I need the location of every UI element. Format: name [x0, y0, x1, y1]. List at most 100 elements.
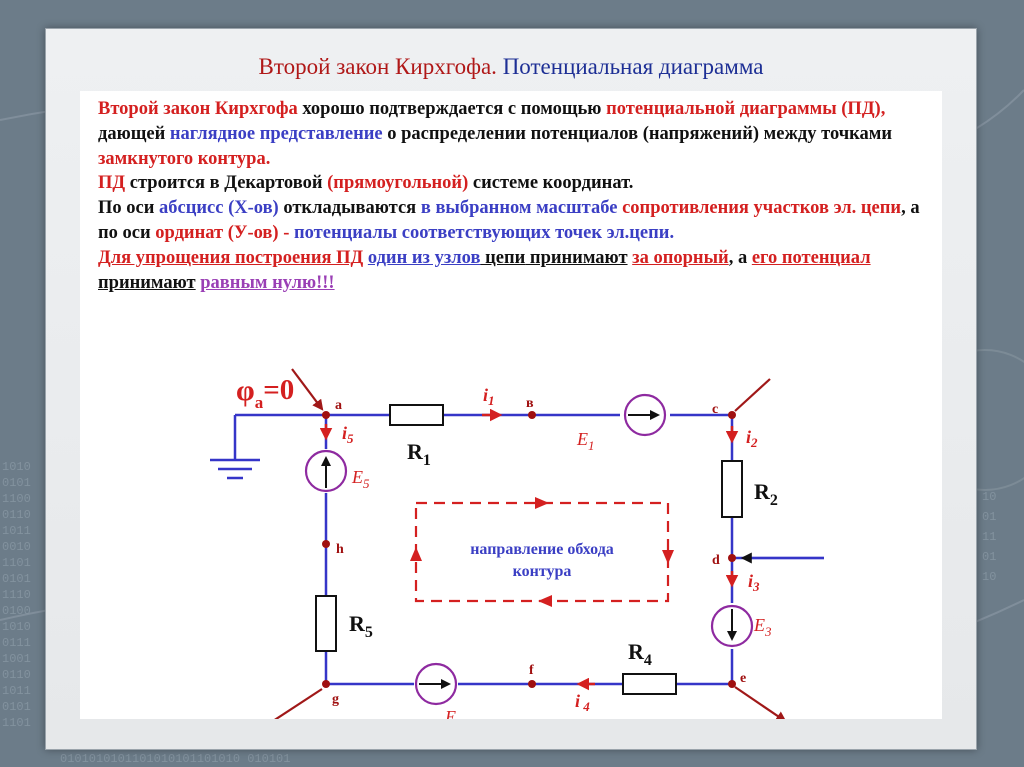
emf-labels: E1 E3 E4 E5	[351, 429, 772, 719]
svg-text:0111: 0111	[2, 636, 31, 650]
label-i5-sub: 5	[347, 431, 354, 446]
label-e3: E3	[753, 615, 772, 639]
text-fragment: абсцисс (Х-ов)	[159, 198, 279, 219]
node-label-a: a	[335, 398, 342, 413]
current-arrows	[319, 408, 739, 691]
resistor-r4	[622, 673, 677, 695]
resistor-r2	[721, 460, 743, 518]
label-i1-sub: 1	[488, 393, 495, 408]
text-fragment: цепи	[480, 247, 526, 268]
label-r4: R4	[628, 639, 652, 669]
text-fragment: принимают	[98, 272, 196, 293]
label-i4-main: i	[575, 691, 580, 711]
label-e1-main: E	[576, 429, 588, 449]
loop-direction-box	[410, 497, 674, 607]
svg-text:10: 10	[982, 570, 996, 584]
label-r4-sub: 4	[644, 652, 652, 669]
svg-text:1001: 1001	[2, 652, 31, 666]
label-r1: R1	[407, 439, 431, 469]
text-fragment: наглядное представление	[169, 123, 383, 144]
paragraph-1: Второй закон Кирхгофа хорошо подтверждае…	[98, 97, 936, 171]
text-fragment: системе координат.	[468, 173, 634, 194]
text-fragment: сопротивления участков эл. цепи	[617, 198, 902, 219]
text-fragment: хорошо подтверждается с помощью	[297, 99, 607, 119]
svg-text:0110: 0110	[2, 508, 31, 522]
svg-text:11: 11	[982, 530, 996, 544]
svg-text:0010: 0010	[2, 540, 31, 554]
node-label-f: f	[529, 663, 534, 678]
phi-symbol: φ	[236, 374, 255, 407]
label-i3-main: i	[748, 571, 753, 591]
text-fragment: ординат (У-ов) -	[155, 222, 290, 243]
label-i2: i2	[746, 427, 758, 450]
label-r2-main: R	[754, 479, 771, 504]
external-connection-arrows	[274, 368, 787, 719]
ground-icon	[210, 458, 260, 480]
paragraph-3: По оси абсцисс (Х-ов) откладываются в вы…	[98, 196, 936, 246]
node-label-d: d	[712, 553, 720, 568]
text-fragment: дающей	[98, 123, 170, 144]
svg-text:10: 10	[982, 490, 996, 504]
svg-text:0101010101101010101101010 0101: 0101010101101010101101010 010101	[60, 752, 290, 766]
node-label-b: в	[526, 396, 534, 411]
text-fragment: строится в Декартовой	[125, 173, 328, 194]
label-r5-sub: 5	[365, 624, 373, 641]
text-fragment: потенциалы соответствующих точек эл.цепи…	[289, 222, 675, 243]
emf-e5-icon	[304, 449, 348, 493]
description-text: Второй закон Кирхгофа хорошо подтверждае…	[98, 97, 936, 295]
label-i2-main: i	[746, 427, 751, 447]
resistor-r1	[389, 404, 444, 426]
text-fragment: замкнутого контура.	[98, 148, 271, 169]
paragraph-4: Для упрощения построения ПД один из узло…	[98, 246, 936, 296]
phi-equals-zero: =0	[263, 374, 294, 406]
circuit-nodes	[322, 411, 736, 688]
node-label-h: h	[336, 542, 344, 557]
label-r2-sub: 2	[770, 492, 778, 509]
svg-text:1010: 1010	[2, 620, 31, 634]
svg-text:0110: 0110	[2, 668, 31, 682]
svg-text:1011: 1011	[2, 524, 31, 538]
current-labels: i1 i2 i3 i 4 i5	[342, 385, 760, 714]
paragraph-2: ПД строится в Декартовой (прямоугольной)…	[98, 171, 936, 196]
label-r5-main: R	[349, 611, 366, 636]
label-e3-main: E	[753, 615, 765, 635]
label-e4-main: E	[444, 707, 456, 719]
resistor-labels: R1 R2 R4 R5	[349, 439, 778, 669]
title-kirchhoff-law: Второй закон Кирхгофа.	[258, 54, 497, 79]
label-i1: i1	[483, 385, 495, 408]
svg-text:1101: 1101	[2, 556, 31, 570]
label-r2: R2	[754, 479, 778, 509]
svg-text:0101: 0101	[2, 700, 31, 714]
emf-e4-icon	[414, 662, 458, 706]
text-fragment: ПД	[98, 173, 126, 194]
svg-text:1100: 1100	[2, 492, 31, 506]
text-fragment: (прямоугольной)	[327, 173, 469, 194]
node-label-g: g	[332, 692, 339, 707]
label-e5-sub: 5	[363, 476, 370, 491]
node-label-e: e	[740, 671, 746, 686]
label-r4-main: R	[628, 639, 645, 664]
node-labels: a в c d e f g h	[332, 396, 746, 707]
label-i3-sub: 3	[752, 579, 760, 594]
circuit-diagram: направление обхода контура φa=0 a в c d …	[210, 368, 824, 719]
reference-potential-label: φa=0	[236, 374, 294, 412]
text-fragment: равным нулю!!!	[200, 272, 335, 293]
label-e1: E1	[576, 429, 595, 453]
text-fragment: один из узлов	[367, 247, 481, 268]
text-fragment: Второй закон Кирхгофа	[98, 99, 298, 119]
text-fragment: о распределении потенциалов (напряжений)…	[382, 123, 893, 144]
label-e1-sub: 1	[588, 438, 595, 453]
svg-text:0101: 0101	[2, 476, 31, 490]
text-fragment: откладываются	[278, 198, 421, 219]
slide-title: Второй закон Кирхгофа. Потенциальная диа…	[46, 53, 976, 81]
label-e3-sub: 3	[764, 624, 772, 639]
svg-text:1110: 1110	[2, 588, 31, 602]
phi-subscript: a	[255, 393, 264, 412]
title-potential-diagram: Потенциальная диаграмма	[502, 54, 764, 79]
text-fragment: в выбранном масштабе	[420, 198, 618, 219]
svg-text:01: 01	[982, 510, 996, 524]
svg-text:1010: 1010	[2, 460, 31, 474]
label-r5: R5	[349, 611, 373, 641]
text-fragment: потенциальной диаграммы (ПД),	[606, 99, 886, 119]
text-fragment: его потенциал	[751, 247, 871, 268]
